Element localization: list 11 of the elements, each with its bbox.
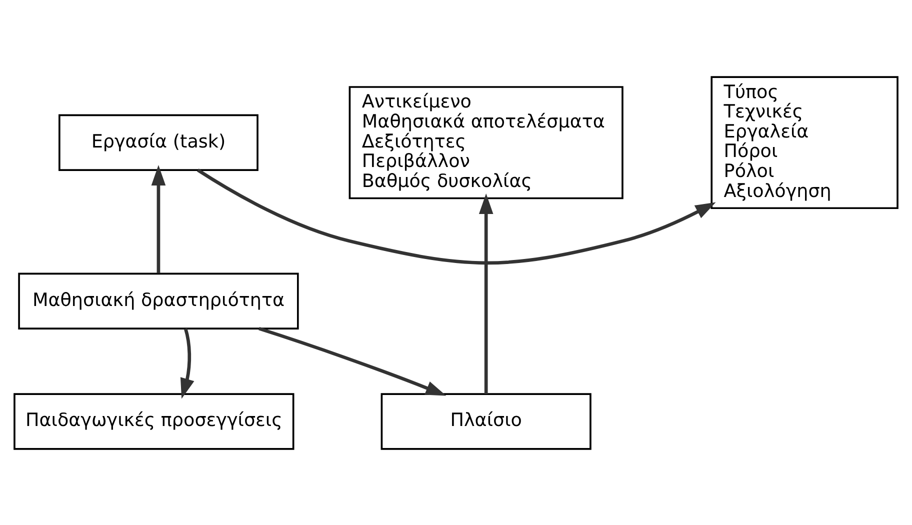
arrow bbox=[196, 168, 716, 264]
arrow bbox=[478, 193, 494, 394]
node-box: Αντικείμενο Μαθησιακά αποτελέσματα Δεξιότητες Περιβάλλον Βαθμός δυσκολίας bbox=[348, 86, 624, 199]
node-box: Εργασία (task) bbox=[58, 114, 258, 170]
node-box: Μαθησιακή δραστηριότητα bbox=[18, 272, 299, 329]
arrow bbox=[180, 328, 194, 398]
node-box: Τύπος Τεχνικές Εργαλεία Πόροι Ρόλοι Αξιολόγηση bbox=[710, 76, 898, 209]
arrow bbox=[151, 164, 166, 273]
arrow bbox=[258, 326, 446, 396]
node-box: Παιδαγωγικές προσεγγίσεις bbox=[14, 392, 294, 450]
node-box: Πλαίσιο bbox=[380, 392, 592, 450]
